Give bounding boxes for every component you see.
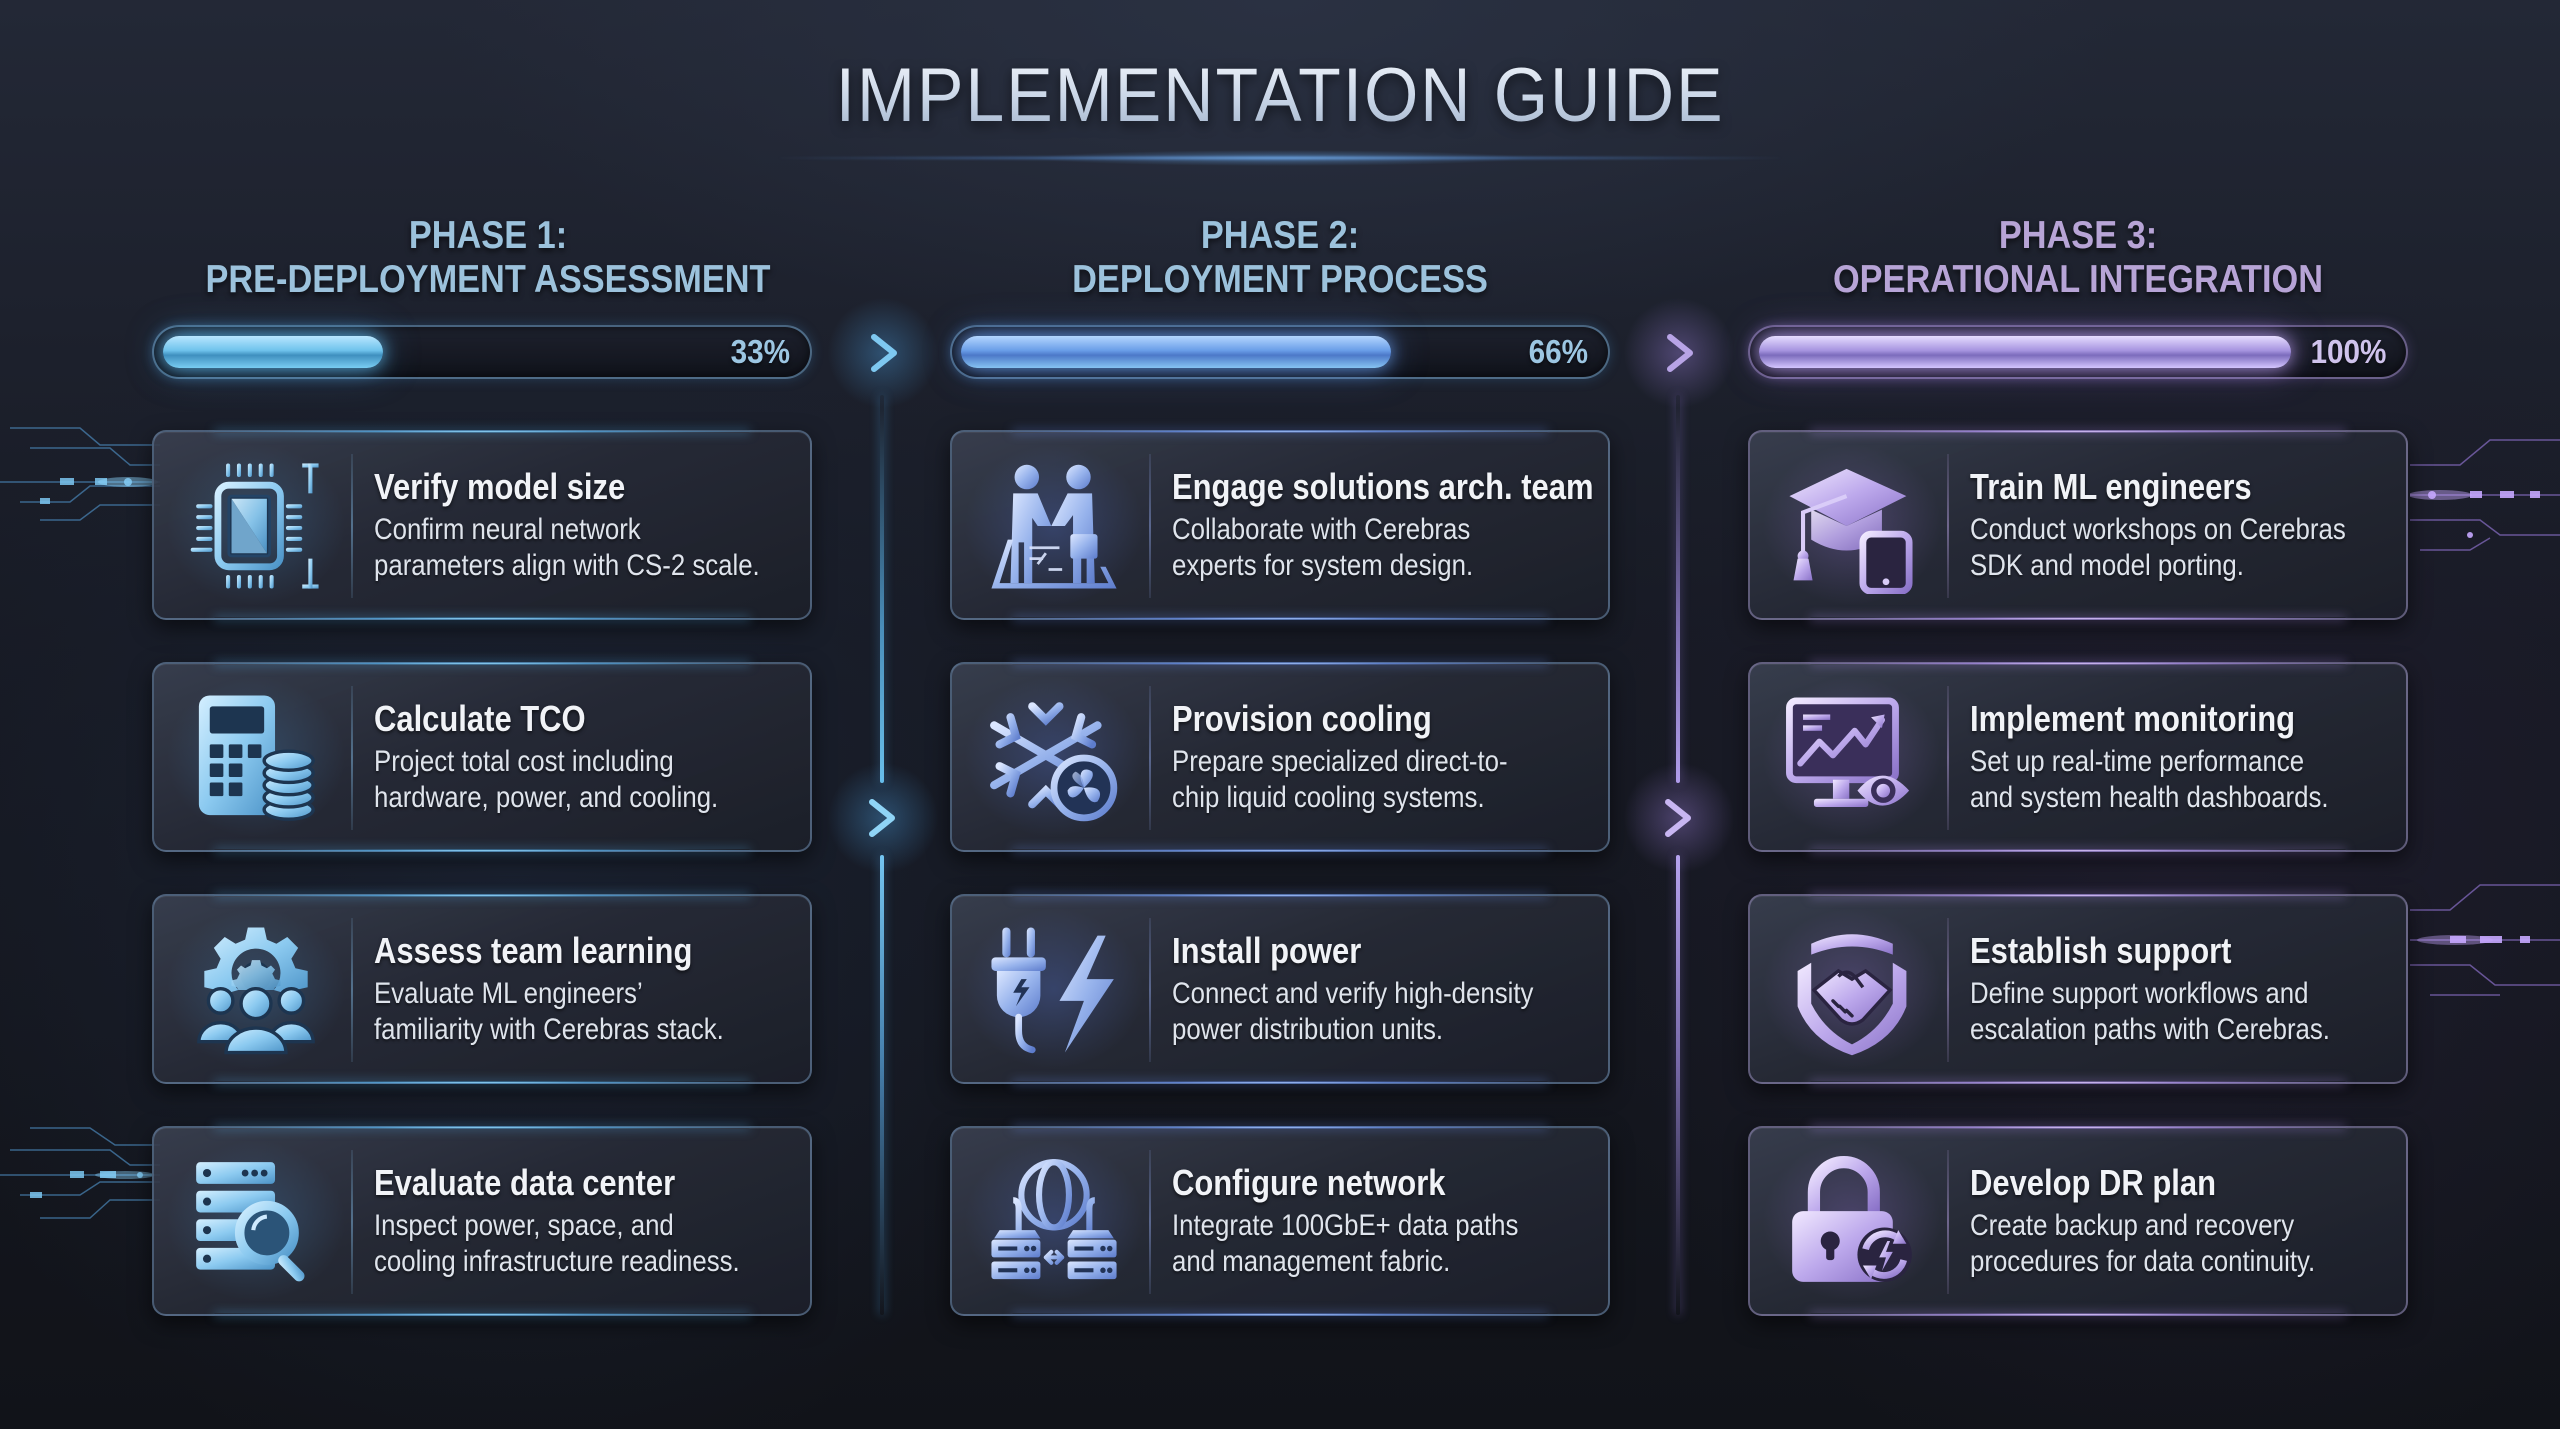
- step-description: Inspect power, space, and cooling infras…: [374, 1209, 740, 1278]
- phase-1-progress-bar: 33%: [152, 325, 812, 379]
- lock-refresh-icon: [1762, 1140, 1942, 1302]
- phase-3-label: PHASE 3:: [1998, 214, 2158, 257]
- step-title: Implement monitoring: [1970, 698, 2296, 739]
- plug-lightning-icon: [964, 908, 1144, 1070]
- chevron-right-icon: [1667, 334, 1693, 372]
- phase-1-name: PRE-DEPLOYMENT ASSESSMENT: [205, 258, 771, 301]
- step-card-implement-monitoring[interactable]: Implement monitoring Set up real-time pe…: [1748, 662, 2408, 852]
- step-card-evaluate-data-center[interactable]: Evaluate data center Inspect power, spac…: [152, 1126, 812, 1316]
- step-title: Configure network: [1172, 1162, 1446, 1203]
- phase-1-label: PHASE 1:: [408, 214, 568, 257]
- phase-3-header: PHASE 3: OPERATIONAL INTEGRATION: [1744, 214, 2413, 302]
- step-card-establish-support[interactable]: Establish support Define support workflo…: [1748, 894, 2408, 1084]
- globe-servers-icon: [964, 1140, 1144, 1302]
- shield-handshake-icon: [1762, 908, 1942, 1070]
- step-card-verify-model-size[interactable]: Verify model size Confirm neural network…: [152, 430, 812, 620]
- phase-connector-line: [1676, 855, 1680, 1315]
- phase-2-progress-fill: [961, 336, 1391, 368]
- step-title: Train ML engineers: [1970, 466, 2252, 507]
- snowflake-fan-icon: [964, 676, 1144, 838]
- phase-2-progress-label: 66%: [1528, 333, 1588, 370]
- phase-3-progress-fill: [1759, 336, 2291, 368]
- team-gear-icon: [166, 908, 346, 1070]
- phase-1-progress-label: 33%: [730, 333, 790, 370]
- phase-1-header: PHASE 1: PRE-DEPLOYMENT ASSESSMENT: [154, 214, 823, 302]
- graduation-cap-tablet-icon: [1762, 444, 1942, 606]
- phase-2-progress-bar: 66%: [950, 325, 1610, 379]
- step-card-develop-dr-plan[interactable]: Develop DR plan Create backup and recove…: [1748, 1126, 2408, 1316]
- step-description: Create backup and recovery procedures fo…: [1970, 1209, 2316, 1278]
- step-card-provision-cooling[interactable]: Provision cooling Prepare specialized di…: [950, 662, 1610, 852]
- phase-connector-line: [880, 395, 884, 783]
- phase-2-header: PHASE 2: DEPLOYMENT PROCESS: [946, 214, 1615, 302]
- phase-1-progress-fill: [163, 336, 383, 368]
- step-card-calculate-tco[interactable]: Calculate TCO Project total cost includi…: [152, 662, 812, 852]
- step-title: Develop DR plan: [1970, 1162, 2217, 1203]
- step-description: Evaluate ML engineers’ familiarity with …: [374, 977, 724, 1046]
- step-description: Confirm neural network parameters align …: [374, 513, 760, 582]
- step-title: Establish support: [1970, 930, 2232, 971]
- chip-icon: [166, 444, 346, 606]
- step-title: Engage solutions arch. team: [1172, 466, 1594, 507]
- handshake-people-icon: [964, 444, 1144, 606]
- circuit-decoration-right-top: [2410, 439, 2560, 551]
- phase-connector-line: [880, 855, 884, 1315]
- phase-connector-line: [1676, 395, 1680, 783]
- step-card-engage-solutions-arch-team[interactable]: Engage solutions arch. team Collaborate …: [950, 430, 1610, 620]
- circuit-decoration-right-bottom: [2410, 884, 2560, 996]
- step-description: Define support workflows and escalation …: [1970, 977, 2330, 1046]
- step-description: Set up real-time performance and system …: [1970, 745, 2329, 814]
- step-card-train-ml-engineers[interactable]: Train ML engineers Conduct workshops on …: [1748, 430, 2408, 620]
- step-title: Assess team learning: [374, 930, 693, 971]
- step-card-assess-team-learning[interactable]: Assess team learning Evaluate ML enginee…: [152, 894, 812, 1084]
- phase-2-label: PHASE 2:: [1200, 214, 1360, 257]
- title-underline: [780, 156, 1780, 160]
- calculator-coins-icon: [166, 676, 346, 838]
- step-description: Collaborate with Cerebras experts for sy…: [1172, 513, 1474, 582]
- phase-3-progress-label: 100%: [2310, 333, 2386, 370]
- step-title: Calculate TCO: [374, 698, 586, 739]
- phase-3-name: OPERATIONAL INTEGRATION: [1832, 258, 2324, 301]
- step-title: Provision cooling: [1172, 698, 1432, 739]
- circuit-decoration-left-bottom: [0, 1127, 160, 1219]
- chevron-right-icon: [871, 334, 897, 372]
- step-description: Project total cost including hardware, p…: [374, 745, 719, 814]
- step-title: Install power: [1172, 930, 1362, 971]
- step-card-install-power[interactable]: Install power Connect and verify high-de…: [950, 894, 1610, 1084]
- chevron-right-icon: [1665, 799, 1691, 837]
- phase-2-name: DEPLOYMENT PROCESS: [1072, 258, 1488, 301]
- step-description: Connect and verify high-density power di…: [1172, 977, 1534, 1046]
- monitor-chart-eye-icon: [1762, 676, 1942, 838]
- step-title: Verify model size: [374, 466, 626, 507]
- step-title: Evaluate data center: [374, 1162, 676, 1203]
- step-description: Conduct workshops on Cerebras SDK and mo…: [1970, 513, 2346, 582]
- step-description: Prepare specialized direct-to- chip liqu…: [1172, 745, 1508, 814]
- step-description: Integrate 100GbE+ data paths and managem…: [1172, 1209, 1519, 1278]
- step-card-configure-network[interactable]: Configure network Integrate 100GbE+ data…: [950, 1126, 1610, 1316]
- circuit-decoration-left-top: [0, 427, 160, 521]
- server-search-icon: [166, 1140, 346, 1302]
- chevron-right-icon: [869, 799, 895, 837]
- page-title: IMPLEMENTATION GUIDE: [102, 52, 2457, 139]
- phase-3-progress-bar: 100%: [1748, 325, 2408, 379]
